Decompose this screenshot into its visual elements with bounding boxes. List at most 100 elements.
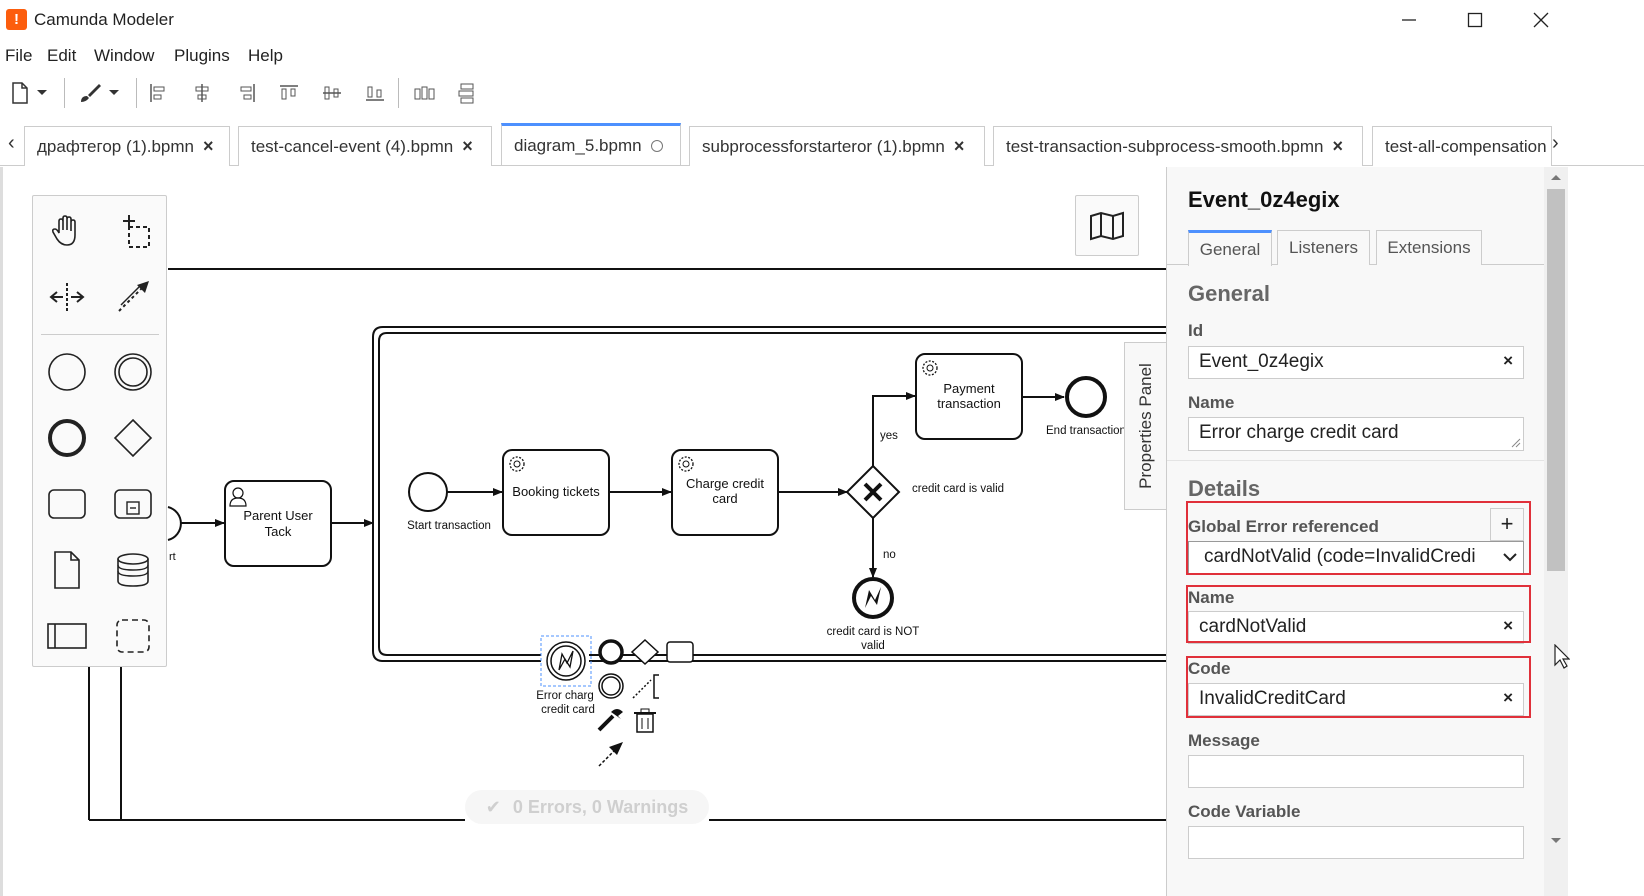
tab-close-icon[interactable]: ×: [462, 136, 473, 156]
distribute-vertical-button[interactable]: [453, 80, 481, 106]
problems-label: 0 Errors, 0 Warnings: [512, 796, 689, 817]
new-file-dropdown[interactable]: [32, 80, 52, 106]
create-data-object-button[interactable]: [42, 545, 92, 595]
tab-test-cancel-event[interactable]: test-cancel-event (4).bpmn ×: [238, 126, 492, 166]
maximize-button[interactable]: [1442, 0, 1508, 40]
connect-icon[interactable]: [598, 742, 623, 767]
tab-diagram-5[interactable]: diagram_5.bpmn: [501, 123, 681, 165]
scroll-down-icon[interactable]: [1550, 837, 1562, 845]
hand-icon: [51, 215, 76, 246]
tab-draftegor[interactable]: драфтегор (1).bpmn ×: [24, 126, 230, 166]
sequence-flow-yes[interactable]: [872, 392, 916, 466]
menu-plugins[interactable]: Plugins: [174, 46, 230, 65]
tab-close-icon[interactable]: ×: [1332, 136, 1343, 156]
menu-help[interactable]: Help: [248, 46, 283, 65]
distribute-horizontal-button[interactable]: [410, 80, 438, 106]
space-tool-button[interactable]: [42, 272, 92, 322]
append-annotation-icon[interactable]: [632, 674, 659, 699]
lasso-tool-button[interactable]: [108, 206, 158, 256]
tab-general[interactable]: General: [1188, 230, 1272, 266]
align-left-button[interactable]: [145, 80, 173, 106]
name-field[interactable]: Error charge credit card: [1188, 417, 1524, 451]
message-field[interactable]: [1188, 755, 1524, 788]
tab-test-transaction-subprocess[interactable]: test-transaction-subprocess-smooth.bpmn …: [993, 126, 1363, 166]
scrollbar-thumb[interactable]: [1547, 189, 1565, 571]
create-start-event-button[interactable]: [42, 347, 92, 397]
global-error-select[interactable]: cardNotValid (code=InvalidCredi: [1188, 541, 1524, 575]
global-connect-button[interactable]: [108, 272, 158, 322]
append-intermediate-event-icon[interactable]: [598, 673, 624, 699]
create-subprocess-button[interactable]: [108, 479, 158, 529]
align-top-button[interactable]: [275, 80, 303, 106]
start-event[interactable]: rt: [167, 506, 182, 563]
code-field[interactable]: InvalidCreditCard ×: [1188, 683, 1524, 716]
tab-scroll-right-icon[interactable]: ›: [1552, 132, 1559, 154]
menu-edit[interactable]: Edit: [47, 46, 77, 65]
properties-scrollbar[interactable]: [1544, 167, 1568, 896]
tab-extensions[interactable]: Extensions: [1376, 230, 1482, 265]
end-transaction-event[interactable]: End transaction: [1046, 376, 1126, 437]
create-pool-button[interactable]: [42, 611, 92, 661]
exclusive-gateway[interactable]: credit card is valid: [845, 464, 1004, 520]
tab-scroll-left-icon[interactable]: ‹: [8, 132, 15, 154]
tab-test-all-compensation[interactable]: test-all-compensation: [1372, 126, 1552, 166]
create-group-button[interactable]: [108, 611, 158, 661]
append-task-icon[interactable]: [666, 641, 694, 663]
trash-icon[interactable]: [634, 708, 656, 733]
tab-close-icon[interactable]: ×: [202, 136, 214, 156]
properties-panel-toggle[interactable]: Properties Panel: [1124, 342, 1166, 510]
tab-listeners[interactable]: Listeners: [1277, 230, 1370, 265]
global-error-value: cardNotValid (code=InvalidCredi: [1204, 546, 1476, 567]
clear-error-name-icon[interactable]: ×: [1503, 616, 1513, 635]
wrench-icon[interactable]: [597, 709, 623, 732]
align-right-button[interactable]: [232, 80, 260, 106]
minimize-button[interactable]: [1376, 0, 1442, 40]
tab-close-icon[interactable]: ×: [953, 136, 965, 156]
resize-handle-icon[interactable]: [1511, 438, 1521, 448]
create-intermediate-event-button[interactable]: [108, 347, 158, 397]
clear-id-icon[interactable]: ×: [1503, 351, 1513, 370]
create-end-event-button[interactable]: [42, 413, 92, 463]
tab-subprocessforstarteror[interactable]: subprocessforstarteror (1).bpmn ×: [689, 126, 985, 166]
minimap-toggle-button[interactable]: [1075, 195, 1139, 256]
create-gateway-button[interactable]: [108, 413, 158, 463]
booking-tickets-task[interactable]: Booking tickets: [502, 449, 610, 536]
close-window-button[interactable]: [1508, 0, 1574, 40]
align-center-button[interactable]: [188, 80, 216, 106]
file-tab-bar: ‹ драфтегор (1).bpmn × test-cancel-event…: [0, 122, 1644, 166]
scroll-up-icon[interactable]: [1550, 173, 1562, 181]
new-file-button[interactable]: [6, 80, 34, 106]
menu-window[interactable]: Window: [94, 46, 155, 65]
color-button[interactable]: [76, 80, 104, 106]
clear-code-icon[interactable]: ×: [1503, 688, 1513, 707]
code-variable-field[interactable]: [1188, 826, 1524, 859]
menu-file[interactable]: File: [5, 46, 33, 65]
create-task-button[interactable]: [42, 479, 92, 529]
append-end-event-icon[interactable]: [598, 639, 624, 665]
align-bottom-button[interactable]: [361, 80, 389, 106]
start-transaction-event[interactable]: Start transaction: [407, 472, 491, 532]
data-object-icon: [54, 551, 80, 589]
color-dropdown[interactable]: [104, 80, 124, 106]
add-global-error-button[interactable]: +: [1490, 508, 1524, 541]
append-gateway-icon[interactable]: [630, 638, 660, 666]
error-name-field[interactable]: cardNotValid ×: [1188, 611, 1524, 644]
menu-bar: File Edit Window Plugins Help: [0, 40, 1644, 70]
align-bottom-icon: [366, 86, 384, 101]
problems-status[interactable]: ✔ 0 Errors, 0 Warnings: [465, 790, 709, 824]
create-data-store-button[interactable]: [108, 545, 158, 595]
hand-tool-button[interactable]: [42, 206, 92, 256]
code-value: InvalidCreditCard: [1199, 688, 1346, 709]
align-middle-button[interactable]: [318, 80, 346, 106]
context-pad[interactable]: [597, 638, 694, 767]
id-field[interactable]: Event_0z4egix ×: [1188, 346, 1524, 379]
align-top-icon: [280, 85, 298, 100]
